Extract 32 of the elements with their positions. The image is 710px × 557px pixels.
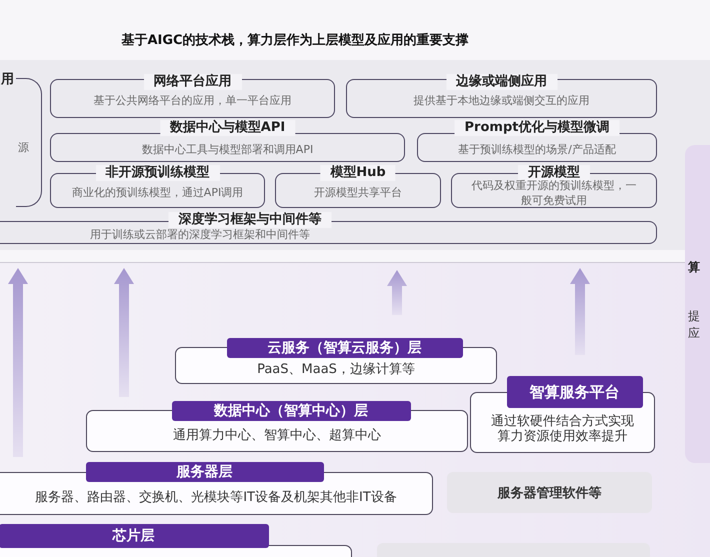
panel-title: 算 xyxy=(688,259,700,275)
category-description: 数据中心工具与模型部署和调用API xyxy=(142,142,314,157)
category-description: 提供基于本地边缘或端侧交互的应用 xyxy=(414,93,590,108)
category-title: 非开源预训练模型 xyxy=(96,164,220,180)
category-title: 开源模型 xyxy=(518,164,590,180)
layer-banner: 芯片层 xyxy=(0,524,268,548)
category-description: 用于训练或云部署的深度学习框架和中间件等 xyxy=(90,227,310,242)
layer-banner: 服务器层 xyxy=(86,462,324,482)
category-title: 用 xyxy=(0,72,15,88)
layer-banner: 云服务（智算云服务）层 xyxy=(226,338,462,358)
layer-banner: 数据中心（智算中心）层 xyxy=(172,401,410,421)
category-description: 商业化的预训练模型，通过API调用 xyxy=(72,185,244,200)
layer-description: 通过软硬件结合方式实现算力资源使用效率提升 xyxy=(490,414,635,444)
category-description: 基于公共网络平台的应用，单一平台应用 xyxy=(94,93,292,108)
info-panel: 服务器管理软件等 xyxy=(447,472,652,513)
diagram-title: 基于AIGC的技术栈，算力层作为上层模型及应用的重要支撑 xyxy=(121,33,469,49)
category-title: 数据中心与模型API xyxy=(160,120,296,136)
category-title: 模型Hub xyxy=(320,164,396,180)
layer-description: 服务器、路由器、交换机、光模块等IT设备及机架其他非IT设备 xyxy=(35,490,397,504)
layer-description: PaaS、MaaS，边缘计算等 xyxy=(257,362,415,377)
panel-text: 提应 xyxy=(688,308,700,342)
side-panel xyxy=(685,145,710,463)
category-description: 代码及权重开源的预训练模型，一般可免费试用 xyxy=(470,178,638,208)
category-title: 网络平台应用 xyxy=(144,74,242,90)
layer-banner: 智算服务平台 xyxy=(506,376,642,408)
category-description: 源 xyxy=(18,140,29,155)
category-title: Prompt优化与模型微调 xyxy=(454,120,620,136)
category-description: 开源模型共享平台 xyxy=(314,185,402,200)
layer-description: 通用算力中心、智算中心、超算中心 xyxy=(173,428,381,442)
category-title: 边缘或端侧应用 xyxy=(446,74,557,90)
category-description: 基于预训练模型的场景/产品适配 xyxy=(458,142,616,157)
category-title: 深度学习框架与中间件等 xyxy=(168,212,332,228)
